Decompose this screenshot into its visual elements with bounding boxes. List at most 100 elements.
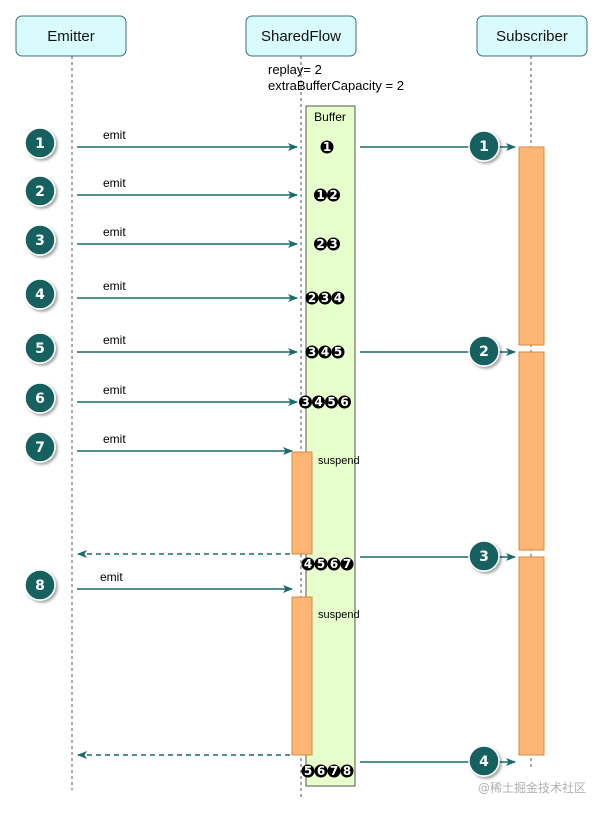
buffer-item: 2 — [305, 291, 319, 305]
buffer-item-number: 3 — [329, 237, 337, 251]
subscriber-receipt-4: 4 — [360, 745, 516, 777]
buffer-item: 4 — [312, 395, 325, 409]
emit-step-3: 3 — [24, 224, 56, 256]
buffer-item-number: 4 — [321, 345, 329, 359]
sharedflow-header: SharedFlow — [245, 15, 357, 57]
receipt-step-1-number: 1 — [479, 139, 489, 155]
emit-label: emit — [100, 570, 123, 584]
buffer-item-number: 3 — [301, 395, 309, 409]
emit-step-4: 4 — [24, 278, 56, 310]
emit-row-8: 8 emit — [24, 569, 293, 601]
emit-step-5: 5 — [24, 332, 56, 364]
buffer-bar — [305, 105, 356, 787]
replay-config: replay= 2 — [268, 62, 322, 77]
emit-step-6: 6 — [24, 382, 56, 414]
buffer-item: 7 — [327, 764, 341, 778]
emit-step-3-number: 3 — [35, 233, 45, 249]
buffer-item-number: 3 — [308, 345, 316, 359]
buffer-item: 3 — [327, 237, 340, 251]
subscriber-title: Subscriber — [496, 28, 568, 45]
buffer-item: 3 — [318, 291, 332, 305]
receipt-step-3: 3 — [468, 540, 500, 572]
emit-step-8: 8 — [24, 569, 56, 601]
buffer-item: 2 — [327, 188, 340, 202]
buffer-item: 5 — [314, 557, 328, 571]
buffer-item: 5 — [301, 764, 315, 778]
extra-buffer-config: extraBufferCapacity = 2 — [268, 78, 404, 93]
buffer-item: 3 — [305, 345, 319, 359]
suspend-activation-2 — [291, 596, 313, 756]
buffer-item-number: 2 — [308, 291, 316, 305]
buffer-item-number: 6 — [330, 557, 338, 571]
emit-step-2-number: 2 — [35, 184, 45, 200]
buffer-item-number: 5 — [334, 345, 342, 359]
emit-step-1: 1 — [24, 127, 56, 159]
buffer-item: 1 — [320, 140, 334, 154]
buffer-item: 6 — [338, 395, 351, 409]
emit-label: emit — [103, 128, 126, 142]
suspend-label-1: suspend — [318, 455, 360, 467]
buffer-title: Buffer — [314, 110, 346, 124]
emit-step-6-number: 6 — [35, 391, 45, 407]
receipt-step-4: 4 — [468, 745, 500, 777]
buffer-item: 4 — [331, 291, 345, 305]
buffer-item-number: 5 — [327, 395, 335, 409]
buffer-item-number: 4 — [314, 395, 322, 409]
receipt-step-2: 2 — [468, 335, 500, 367]
emit-label: emit — [103, 383, 126, 397]
buffer-item: 4 — [318, 345, 332, 359]
buffer-item-number: 2 — [329, 188, 337, 202]
buffer-item-number: 6 — [340, 395, 348, 409]
buffer-item-number: 4 — [334, 291, 342, 305]
buffer-item-number: 7 — [343, 557, 351, 571]
buffer-item: 7 — [340, 557, 354, 571]
buffer-item: 6 — [327, 557, 341, 571]
suspend-label-2: suspend — [318, 609, 360, 621]
receipt-step-1: 1 — [468, 130, 500, 162]
subscriber-activation-3 — [518, 556, 545, 756]
emit-row-1: 1 emit 1 — [24, 127, 334, 159]
buffer-item-number: 1 — [323, 140, 331, 154]
buffer-item: 3 — [299, 395, 312, 409]
emit-step-1-number: 1 — [35, 136, 45, 152]
subscriber-receipt-1: 1 — [360, 130, 516, 162]
emitter-title: Emitter — [47, 28, 95, 45]
receipt-step-4-number: 4 — [479, 754, 489, 770]
emit-step-7-number: 7 — [35, 440, 45, 456]
subscriber-activation-2 — [518, 351, 545, 551]
sharedflow-title: SharedFlow — [261, 28, 341, 45]
buffer-item-number: 6 — [317, 764, 325, 778]
receipt-step-3-number: 3 — [479, 549, 489, 565]
subscriber-header: Subscriber — [476, 15, 588, 57]
buffer-item: 6 — [314, 764, 328, 778]
buffer-item: 5 — [325, 395, 338, 409]
emit-step-5-number: 5 — [35, 341, 45, 357]
emit-step-4-number: 4 — [35, 287, 45, 303]
buffer-state-1: 1 — [320, 140, 334, 154]
buffer-item-number: 7 — [330, 764, 338, 778]
emit-label: emit — [103, 279, 126, 293]
buffer-item: 8 — [340, 764, 354, 778]
buffer-item-number: 8 — [343, 764, 351, 778]
subscriber-receipt-3: 3 — [360, 540, 516, 572]
buffer-item-number: 1 — [316, 188, 324, 202]
emitter-header: Emitter — [15, 15, 127, 57]
emit-step-8-number: 8 — [35, 578, 45, 594]
buffer-item-number: 5 — [304, 764, 312, 778]
buffer-item-number: 2 — [316, 237, 324, 251]
buffer-item: 2 — [314, 237, 327, 251]
buffer-item-number: 3 — [321, 291, 329, 305]
emit-label: emit — [103, 225, 126, 239]
emit-label: emit — [103, 176, 126, 190]
suspend-activation-1 — [291, 451, 313, 555]
